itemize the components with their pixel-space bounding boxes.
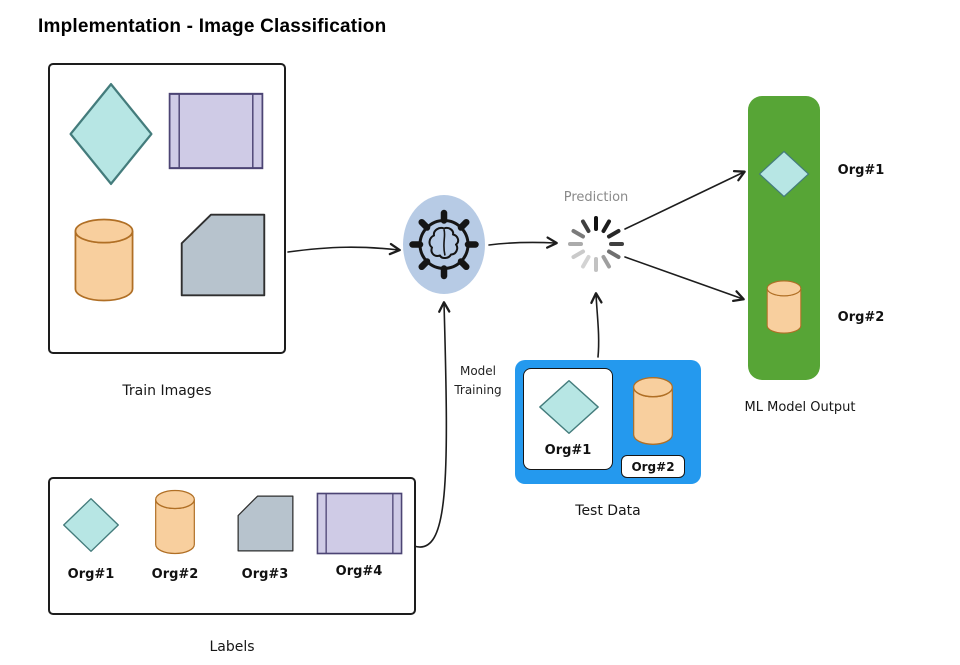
cylinder-shape-icon [633, 377, 673, 445]
diamond-shape-icon [539, 380, 599, 434]
arrow-model-training-to-prediction [488, 236, 558, 249]
ml-output-caption: ML Model Output [744, 400, 856, 415]
test-data-org2-text: Org#2 [631, 459, 675, 474]
gear-brain-icon [409, 209, 479, 280]
test-data-card: Org#1 [523, 368, 613, 470]
polygon-shape-icon [180, 213, 266, 297]
loading-spinner-icon [568, 216, 624, 272]
output-org2-label: Org#2 [837, 310, 885, 325]
arrow-prediction-to-output-org2 [624, 256, 745, 303]
rectangle-shape-icon [316, 492, 403, 555]
rectangle-shape-icon [168, 92, 264, 170]
diamond-shape-icon [69, 82, 153, 186]
cylinder-shape-icon [155, 489, 195, 555]
train-images-box [48, 63, 286, 354]
diamond-shape-icon [758, 150, 810, 198]
labels-org4-label: Org#4 [335, 564, 383, 579]
model-training-caption: Model Training [454, 364, 502, 397]
test-data-caption: Test Data [575, 503, 641, 519]
test-data-org1-label: Org#1 [544, 443, 592, 458]
cylinder-shape-icon [74, 218, 134, 302]
arrow-train-images-to-model-training [287, 242, 401, 256]
arrow-labels-to-model-training [413, 301, 451, 548]
arrow-test-data-to-prediction [590, 292, 603, 358]
cylinder-shape-icon [766, 280, 802, 334]
labels-box: Org#1 Org#2 Org#3 Org#4 [48, 477, 416, 615]
diamond-shape-icon [63, 498, 119, 552]
labels-caption: Labels [209, 639, 255, 655]
labels-org1-label: Org#1 [67, 567, 115, 582]
output-org1-label: Org#1 [837, 163, 885, 178]
ml-model-output-box [748, 96, 820, 380]
labels-org2-label: Org#2 [151, 567, 199, 582]
page-title: Implementation - Image Classification [38, 16, 387, 37]
model-training-node [403, 195, 485, 294]
polygon-shape-icon [237, 495, 294, 552]
labels-org3-label: Org#3 [241, 567, 289, 582]
test-data-box: Org#1 Org#2 [515, 360, 701, 484]
train-images-caption: Train Images [122, 383, 212, 399]
prediction-caption: Prediction [563, 190, 629, 205]
test-data-org2-label: Org#2 [621, 455, 685, 478]
